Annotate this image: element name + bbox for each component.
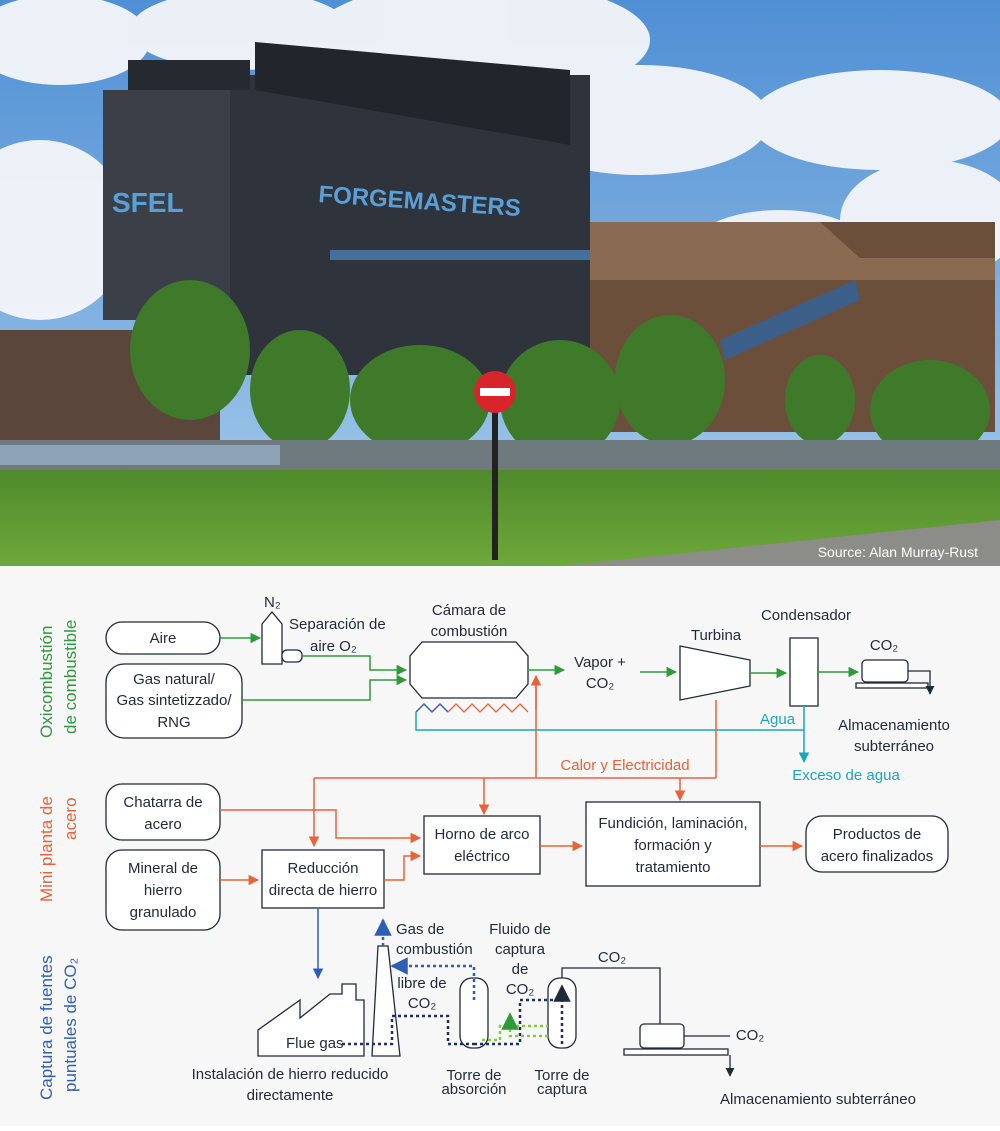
section-capture-line1: Captura de fuentes	[37, 955, 56, 1100]
reduccion-line1: Reducción	[288, 860, 359, 877]
co2-compressor-bottom	[623, 1023, 735, 1077]
reduccion-line2: directa de hierro	[269, 882, 377, 899]
gas-line2: Gas sintetizzado/	[116, 692, 232, 709]
chatarra-box	[105, 783, 221, 841]
torre-abs-line1: Torre de	[446, 1067, 501, 1084]
vapor-line1: Vapor +	[574, 654, 626, 671]
horno-line1: Horno de arco	[434, 826, 529, 843]
instalacion-line1: Instalación de hierro reducido	[192, 1066, 389, 1083]
condenser	[789, 637, 819, 707]
fundicion-line1: Fundición, laminación,	[598, 815, 747, 832]
turbina-label: Turbina	[691, 627, 742, 644]
chatarra-line1: Chatarra de	[123, 794, 202, 811]
n2-label: N₂	[264, 594, 281, 611]
absorption-tower	[459, 977, 489, 1049]
gas-comb-line3: libre de	[397, 975, 446, 992]
gas-comb-line1: Gas de	[396, 921, 444, 938]
fundicion-box	[585, 801, 761, 887]
chatarra-line2: acero	[144, 816, 182, 833]
photo-source: Source: Alan Murray-Rust	[818, 544, 978, 560]
co2-capture-right: CO₂	[736, 1027, 765, 1044]
gas-comb-line2: combustión	[396, 941, 473, 958]
gas-line3: RNG	[157, 714, 190, 731]
section-mini-line1: Mini planta de	[37, 796, 56, 902]
process-diagram: Oxicombustión de combustible Mini planta…	[0, 566, 1000, 1126]
mineral-line2: hierro	[144, 882, 182, 899]
fluido-line2: captura	[495, 941, 546, 958]
almacenamiento-oxy-line1: Almacenamiento	[838, 717, 950, 734]
vapor-line2: CO₂	[586, 675, 615, 692]
reduccion-box	[261, 849, 385, 909]
flue-gas-label: Flue gas	[286, 1035, 344, 1052]
separacion-line1: Separación de	[289, 616, 386, 633]
factory-photo: SFEL FORGEMASTERS Source: Alan Murray-Ru…	[0, 0, 1000, 566]
camara-line2: combustión	[431, 623, 508, 640]
section-capture-line2: puntuales de CO₂	[61, 958, 80, 1092]
section-oxy-line2: de combustible	[61, 620, 80, 734]
co2-capture-top: CO₂	[598, 949, 627, 966]
co2-compressor-top	[855, 659, 935, 695]
camara-line1: Cámara de	[432, 602, 506, 619]
horno-box	[423, 815, 541, 875]
gas-comb-line4: CO₂	[408, 995, 437, 1012]
torre-abs-line2: absorción	[441, 1081, 506, 1098]
dri-plant-icon	[257, 945, 401, 1057]
section-mini-line2: acero	[61, 797, 80, 840]
fundicion-line3: tratamiento	[635, 859, 710, 876]
fluido-line4: CO₂	[506, 981, 535, 998]
gas-box	[105, 663, 243, 739]
turbine	[679, 645, 751, 701]
exceso-label: Exceso de agua	[792, 767, 900, 784]
fluido-line1: Fluido de	[489, 921, 551, 938]
productos-box	[805, 815, 949, 873]
productos-line2: acero finalizados	[821, 848, 934, 865]
productos-line1: Productos de	[833, 826, 921, 843]
mineral-box	[105, 849, 221, 931]
aire-label: Aire	[150, 630, 177, 647]
combustion-chamber	[409, 641, 529, 699]
separacion-line2: aire O₂	[310, 638, 357, 655]
mineral-line1: Mineral de	[128, 860, 198, 877]
gas-line1: Gas natural/	[133, 671, 216, 688]
calor-label: Calor y Electricidad	[560, 757, 689, 774]
almacenamiento-oxy-line2: subterráneo	[854, 738, 934, 755]
air-separation-icon	[261, 610, 303, 665]
torre-cap-line2: captura	[537, 1081, 588, 1098]
sign-sfel: SFEL	[112, 187, 184, 218]
fluido-line3: de	[512, 961, 529, 978]
torre-cap-line1: Torre de	[534, 1067, 589, 1084]
co2-oxy-label: CO₂	[870, 637, 899, 654]
instalacion-line2: directamente	[247, 1087, 334, 1104]
fundicion-line2: formación y	[634, 837, 712, 854]
agua-label: Agua	[760, 711, 796, 728]
almacenamiento-capture: Almacenamiento subterráneo	[720, 1091, 916, 1108]
condensador-label: Condensador	[761, 607, 851, 624]
section-oxy-line1: Oxicombustión	[37, 626, 56, 738]
horno-line2: eléctrico	[454, 848, 510, 865]
mineral-line3: granulado	[130, 904, 197, 921]
